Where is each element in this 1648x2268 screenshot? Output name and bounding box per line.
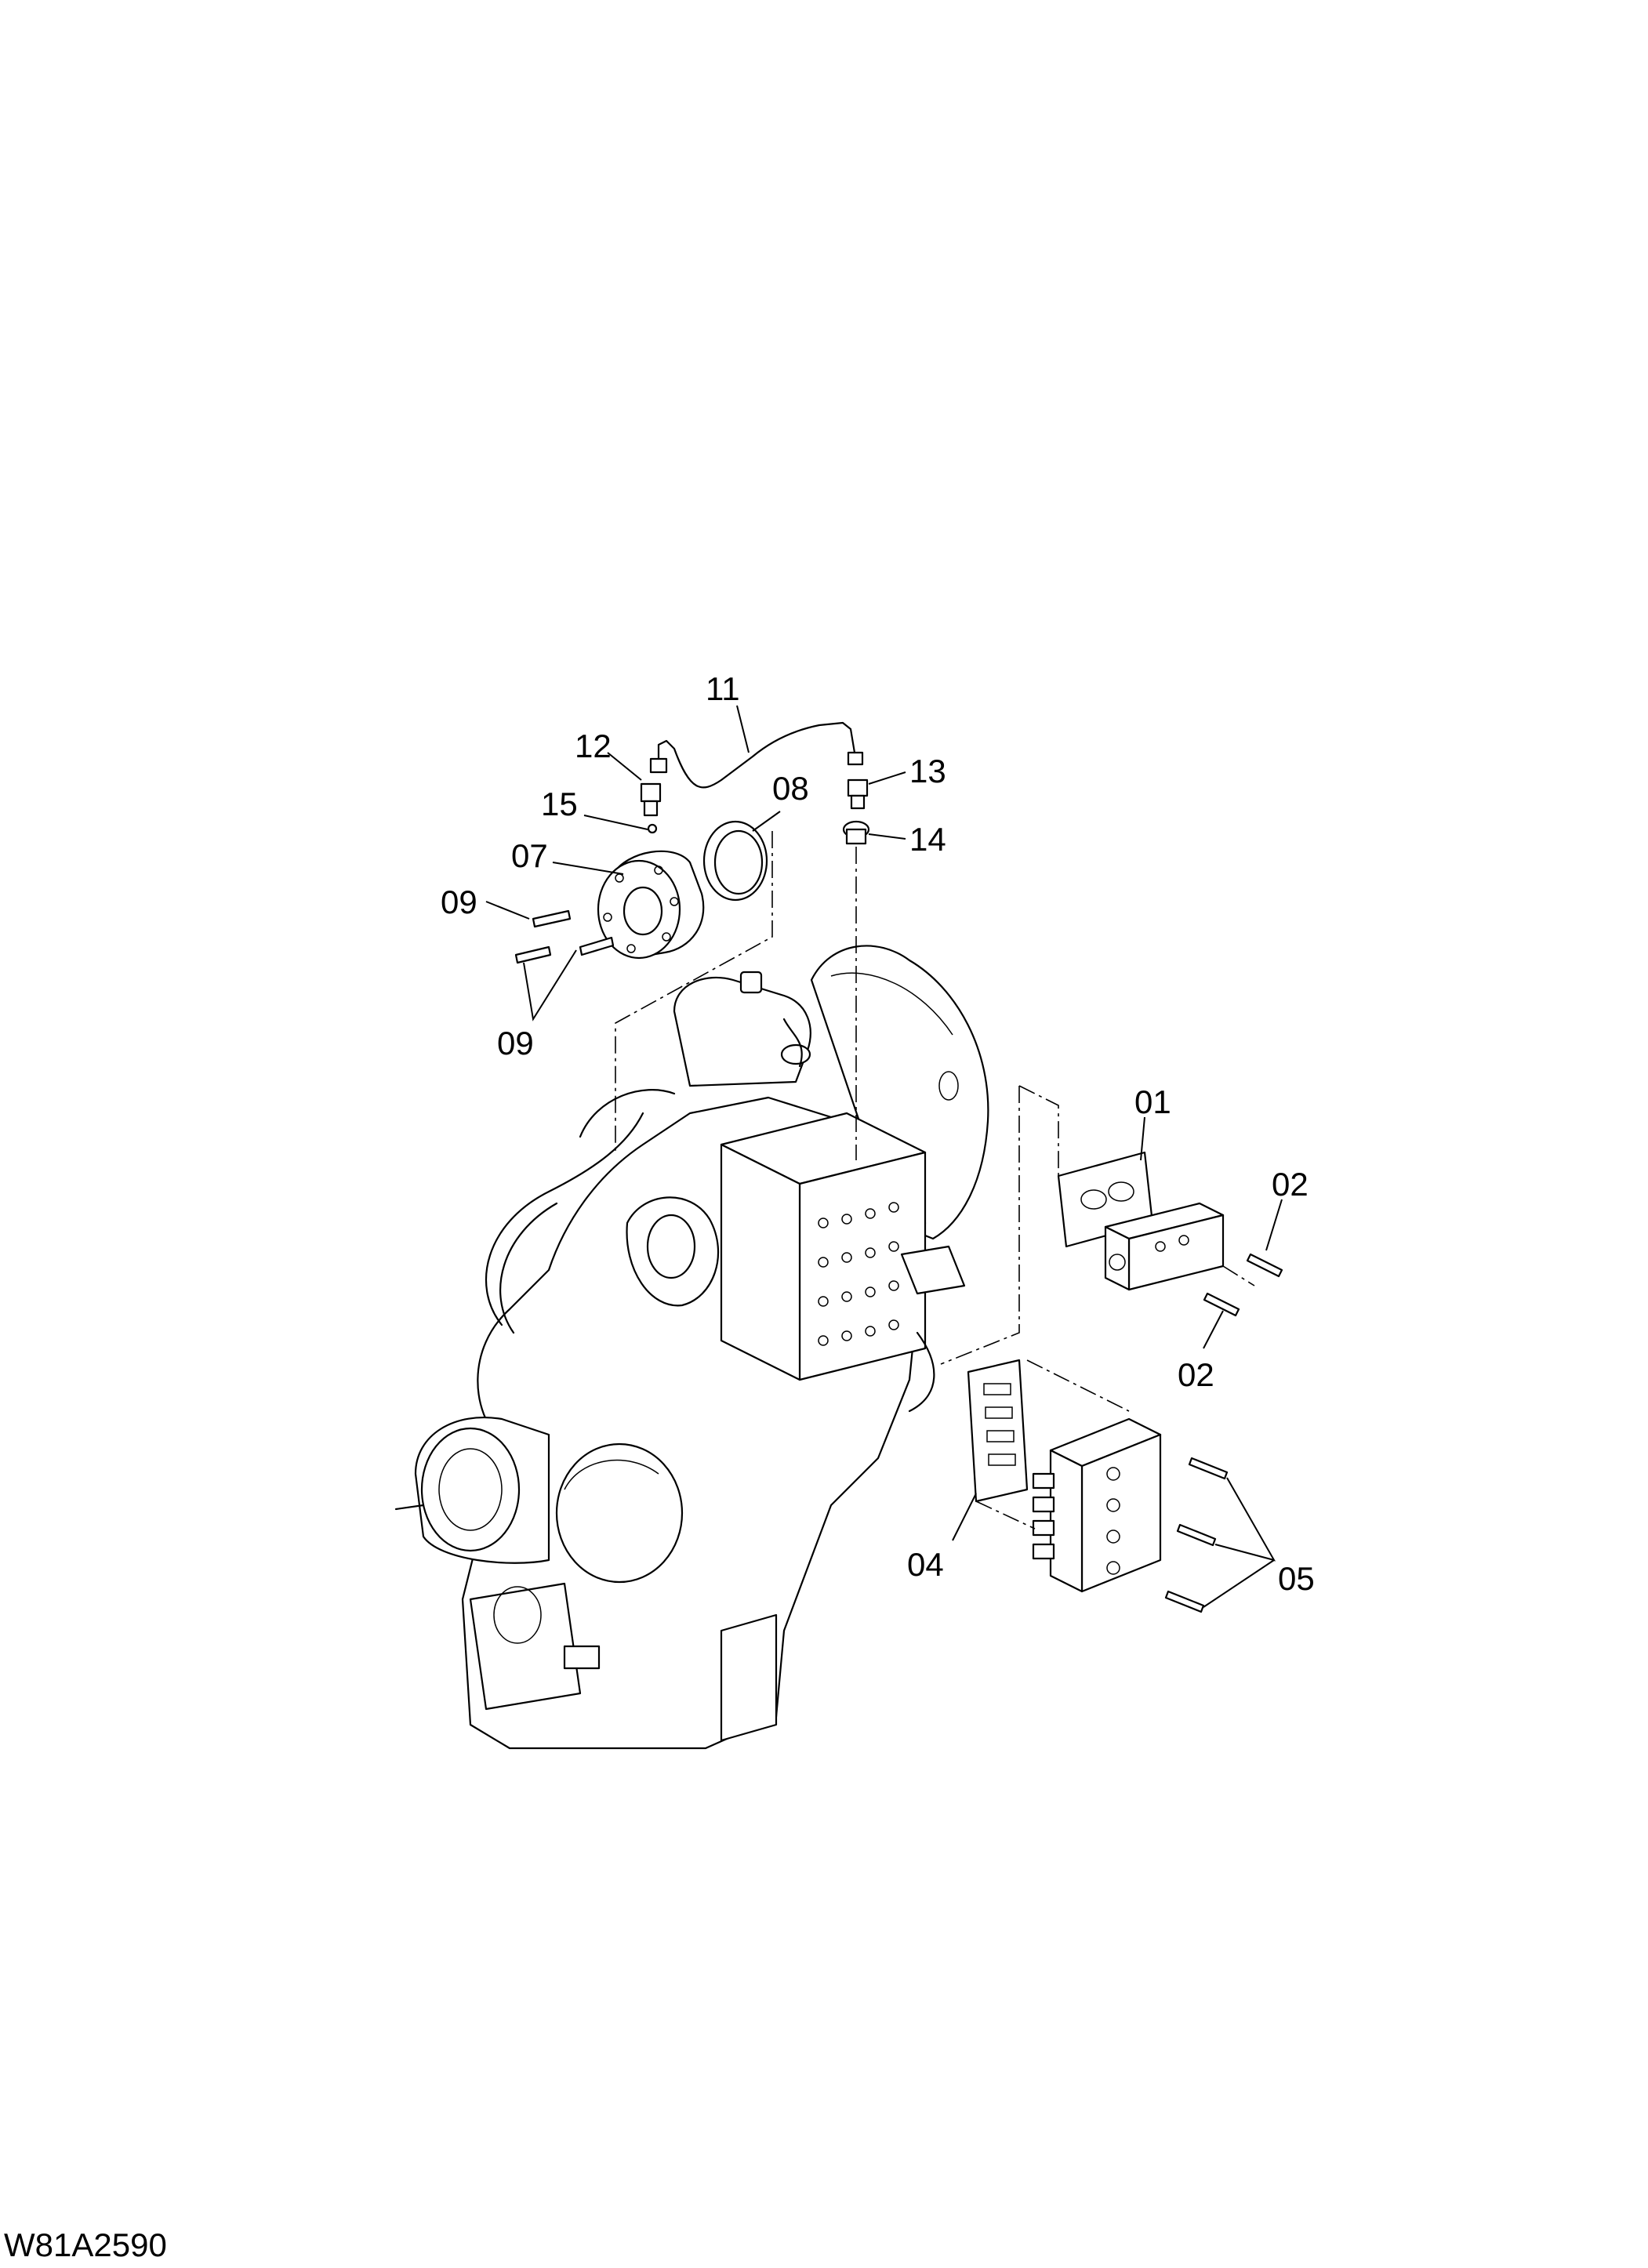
callout-07: 07 bbox=[511, 837, 548, 874]
callout-14: 14 bbox=[909, 821, 946, 858]
callout-labels: 11 12 13 15 08 14 07 09 09 01 02 02 04 0… bbox=[441, 670, 1315, 1597]
callout-05: 05 bbox=[1278, 1560, 1315, 1597]
callout-08: 08 bbox=[772, 770, 809, 807]
part-09-bolts bbox=[514, 909, 615, 964]
callout-04: 04 bbox=[907, 1546, 944, 1583]
leader-lines bbox=[485, 705, 1283, 1608]
part-valve-solenoid-block bbox=[1032, 1417, 1162, 1593]
callout-12: 12 bbox=[575, 728, 612, 764]
part-08-seal bbox=[702, 820, 768, 902]
part-valve-block bbox=[1104, 1202, 1225, 1291]
part-14-plug bbox=[842, 820, 870, 845]
transmission-housing bbox=[394, 945, 989, 1750]
callout-13: 13 bbox=[909, 753, 946, 789]
part-02-bolts bbox=[1203, 1253, 1283, 1317]
part-04-gasket-plate bbox=[967, 1359, 1029, 1503]
part-15-oring bbox=[647, 823, 658, 834]
callout-02-bottom: 02 bbox=[1178, 1356, 1214, 1393]
callout-01: 01 bbox=[1134, 1083, 1171, 1120]
part-05-bolts bbox=[1164, 1457, 1229, 1613]
callout-09-bottom: 09 bbox=[497, 1025, 534, 1061]
callout-09-top: 09 bbox=[441, 884, 477, 920]
callout-02-top: 02 bbox=[1272, 1166, 1309, 1203]
part-12-fitting bbox=[640, 782, 662, 817]
drawing-code: W81A2590 bbox=[4, 2226, 167, 2263]
callout-11: 11 bbox=[706, 670, 740, 707]
part-11-tube bbox=[657, 721, 856, 789]
part-07-flange bbox=[597, 850, 705, 960]
callout-15: 15 bbox=[541, 786, 578, 822]
part-13-fitting bbox=[847, 778, 869, 810]
assembly-lines bbox=[615, 831, 1255, 1530]
